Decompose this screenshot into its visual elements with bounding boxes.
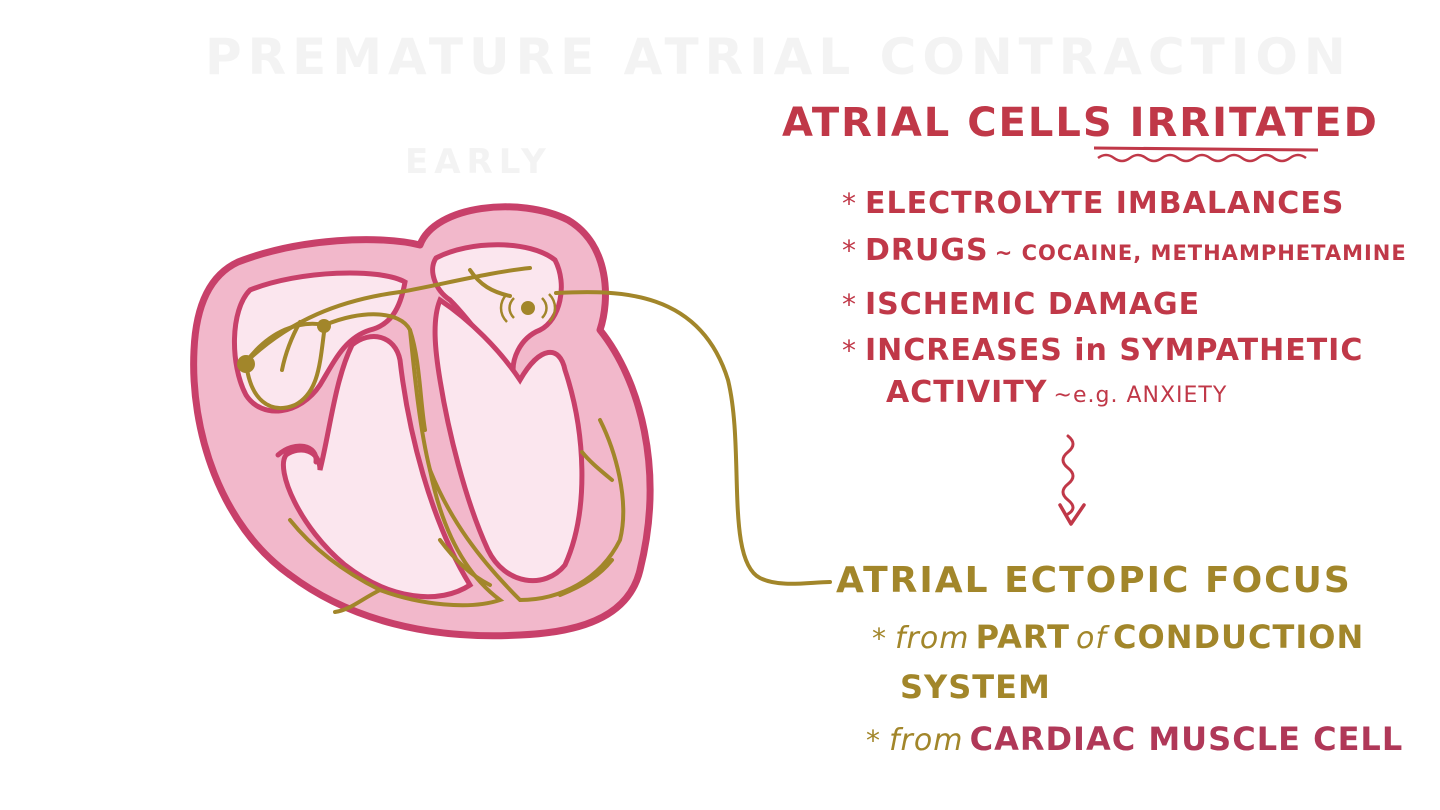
irritated-wavy-underline	[1097, 153, 1307, 163]
valve-flap	[275, 443, 319, 465]
purkinje-1	[333, 588, 382, 614]
irritated-underline	[1093, 146, 1319, 152]
left-bundle-branch	[288, 468, 505, 608]
origin-item-conduction-system: *from PART of CONDUCTION	[872, 618, 1364, 656]
cause-text: DRUGS	[865, 233, 989, 268]
origin-system: SYSTEM	[900, 668, 1051, 706]
av-node-dot	[317, 319, 331, 333]
internodal-pathway-2	[244, 323, 327, 411]
bullet-asterisk: *	[842, 288, 857, 321]
right-ventricle-chamber	[432, 296, 585, 583]
ectopic-focus-dot	[521, 301, 535, 315]
bundle-of-his	[408, 328, 432, 472]
heading-prefix: ATRIAL CELLS	[782, 100, 1114, 146]
cause-item-ischemia: *ISCHEMIC DAMAGE	[842, 287, 1200, 322]
origin-from: from	[889, 723, 964, 758]
heading: ATRIAL CELLS IRRITATED	[782, 100, 1379, 146]
purkinje-2	[558, 558, 614, 597]
cause-item-sympathetic: *INCREASES in SYMPATHETIC	[842, 333, 1363, 368]
ectopic-focus-leader-line	[554, 290, 832, 586]
ectopic-focus-title: ATRIAL ECTOPIC FOCUS	[836, 560, 1352, 601]
purkinje-4	[438, 538, 492, 587]
origin-from: from	[895, 621, 970, 656]
origin-item-muscle-cell: *from CARDIAC MUSCLE CELL	[866, 720, 1403, 758]
cause-text: ISCHEMIC DAMAGE	[865, 287, 1201, 322]
squiggle-arrow-head	[1058, 503, 1086, 526]
bullet-asterisk: *	[842, 334, 857, 367]
cause-text: INCREASES in SYMPATHETIC	[865, 333, 1364, 368]
bullet-asterisk: *	[842, 234, 857, 267]
heading-emphasis: IRRITATED	[1129, 100, 1379, 146]
squiggle-arrow-shaft	[1061, 434, 1075, 516]
cause-item-electrolytes: *ELECTROLYTE IMBALANCES	[842, 186, 1344, 221]
cause-detail: ~ COCAINE, METHAMPHETAMINE	[994, 241, 1407, 265]
cause-text: ELECTROLYTE IMBALANCES	[865, 186, 1345, 221]
origin-item-conduction-system-continued: SYSTEM	[900, 668, 1051, 706]
bullet-asterisk: *	[866, 724, 881, 757]
cause-detail: ~e.g. ANXIETY	[1053, 383, 1228, 408]
origin-part: PART	[975, 618, 1070, 656]
cause-item-sympathetic-continued: ACTIVITY ~e.g. ANXIETY	[886, 375, 1227, 410]
left-ventricle-chamber	[280, 334, 474, 600]
origin-cardiac-muscle-cell: CARDIAC MUSCLE CELL	[969, 720, 1404, 758]
bullet-asterisk: *	[872, 622, 887, 655]
cause-item-drugs: *DRUGS ~ COCAINE, METHAMPHETAMINE	[842, 233, 1407, 268]
purkinje-3	[580, 450, 614, 482]
left-atrium-chamber	[231, 270, 408, 414]
atrial-branch-2	[280, 320, 302, 372]
cause-text: ACTIVITY	[886, 375, 1048, 410]
origin-of: of	[1075, 621, 1107, 656]
origin-conduction: CONDUCTION	[1113, 618, 1365, 656]
faded-background-title: PREMATURE ATRIAL CONTRACTION	[205, 28, 1352, 86]
sa-node-dot	[237, 355, 255, 373]
faded-background-label: EARLY	[405, 142, 552, 182]
bullet-asterisk: *	[842, 187, 857, 220]
ectopic-vibration-marks	[499, 293, 557, 323]
